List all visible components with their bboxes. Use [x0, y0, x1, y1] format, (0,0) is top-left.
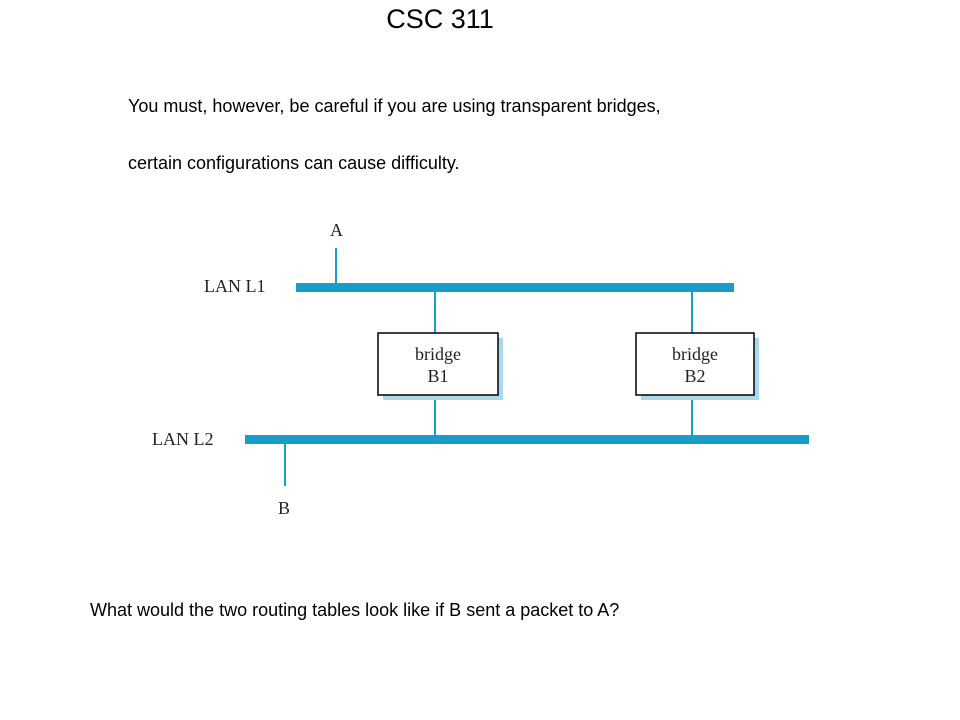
- bridge-b2-line1: bridge: [672, 344, 718, 364]
- slide-title: CSC 311: [386, 4, 494, 34]
- lan-l1-label: LAN L1: [204, 276, 266, 296]
- intro-line-2: certain configurations can cause difficu…: [128, 153, 460, 173]
- bridge-b1: bridge B1: [377, 332, 503, 400]
- bridge-b2: bridge B2: [635, 332, 759, 400]
- bridge-b1-line1: bridge: [415, 344, 461, 364]
- bridge-b2-line2: B2: [684, 366, 705, 386]
- intro-line-1: You must, however, be careful if you are…: [128, 96, 661, 116]
- lan-l2-segment: [245, 435, 809, 444]
- bridge-b1-line2: B1: [427, 366, 448, 386]
- lan-l2-label: LAN L2: [152, 429, 214, 449]
- question-text: What would the two routing tables look l…: [90, 600, 620, 620]
- host-a-label: A: [330, 220, 343, 240]
- host-b-label: B: [278, 498, 290, 518]
- lan-l1-segment: [296, 283, 734, 292]
